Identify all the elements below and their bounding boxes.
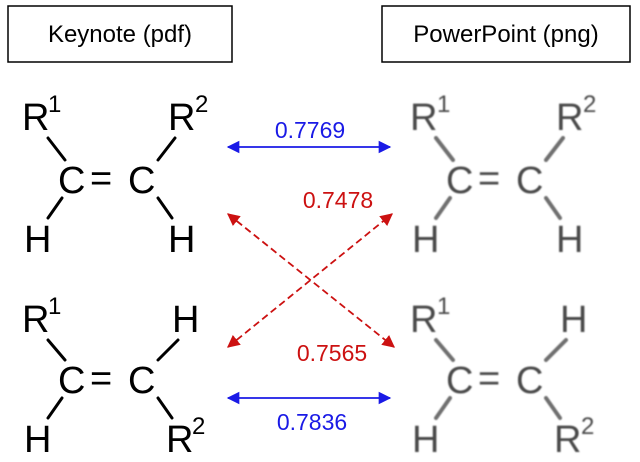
superscript-1: 1 [48,91,61,118]
superscript-1: 1 [48,293,61,320]
double-bond: = [478,358,500,400]
atom-r: R [554,419,581,461]
atom-h: H [24,419,51,461]
atom-c: C [58,360,85,402]
atom-h: H [412,419,439,461]
atom-c: C [58,160,85,202]
bond [544,136,565,162]
powerpoint-molecule-top: R 1 R 2 C = C H H [410,91,596,261]
superscript-1: 1 [437,293,450,320]
atom-c: C [516,360,543,402]
arrow-cross-down [227,213,395,348]
superscript-2: 2 [581,413,594,440]
bond [544,338,568,362]
bond [156,396,174,420]
superscript-2: 2 [192,413,205,440]
keynote-molecule-top: R 1 R 2 C = C H H [22,91,208,261]
header-keynote-label: Keynote (pdf) [48,21,192,48]
bond [434,338,455,362]
atom-c: C [516,160,543,202]
header-keynote: Keynote (pdf) [7,5,233,63]
double-bond: = [90,358,112,400]
bond [544,396,562,420]
bond [544,196,562,220]
bond [434,136,455,162]
atom-r: R [166,419,193,461]
atom-h: H [556,219,583,261]
atom-c: C [446,160,473,202]
arrow-cross-up [227,213,393,348]
bond [46,136,67,162]
superscript-2: 2 [195,91,208,118]
atom-r: R [410,97,437,139]
bond [46,196,64,220]
atom-c: C [446,360,473,402]
score-top-pair: 0.7769 [275,117,345,143]
bond [156,136,177,162]
score-bottom-pair: 0.7836 [277,409,347,435]
bond [46,338,67,362]
bond [434,196,452,220]
atom-r: R [168,97,195,139]
atom-h: H [560,299,587,341]
score-cross-bottom: 0.7565 [297,340,367,366]
atom-h: H [172,299,199,341]
atom-c: C [128,360,155,402]
atom-r: R [556,97,583,139]
atom-c: C [128,160,155,202]
bond [46,396,64,420]
bond [156,338,180,362]
atom-h: H [412,219,439,261]
powerpoint-molecule-bottom: R 1 H C = C H R 2 [410,293,594,461]
atom-r: R [22,97,49,139]
bond [434,396,452,420]
atom-h: H [168,219,195,261]
atom-r: R [22,299,49,341]
superscript-1: 1 [437,91,450,118]
score-cross-top: 0.7478 [303,187,373,213]
double-bond: = [90,158,112,200]
header-powerpoint-label: PowerPoint (png) [413,21,598,48]
keynote-molecule-bottom: R 1 H C = C H R 2 [22,293,205,461]
superscript-2: 2 [583,91,596,118]
double-bond: = [478,158,500,200]
header-powerpoint: PowerPoint (png) [381,5,631,63]
bond [156,196,174,220]
atom-r: R [410,299,437,341]
atom-h: H [24,219,51,261]
